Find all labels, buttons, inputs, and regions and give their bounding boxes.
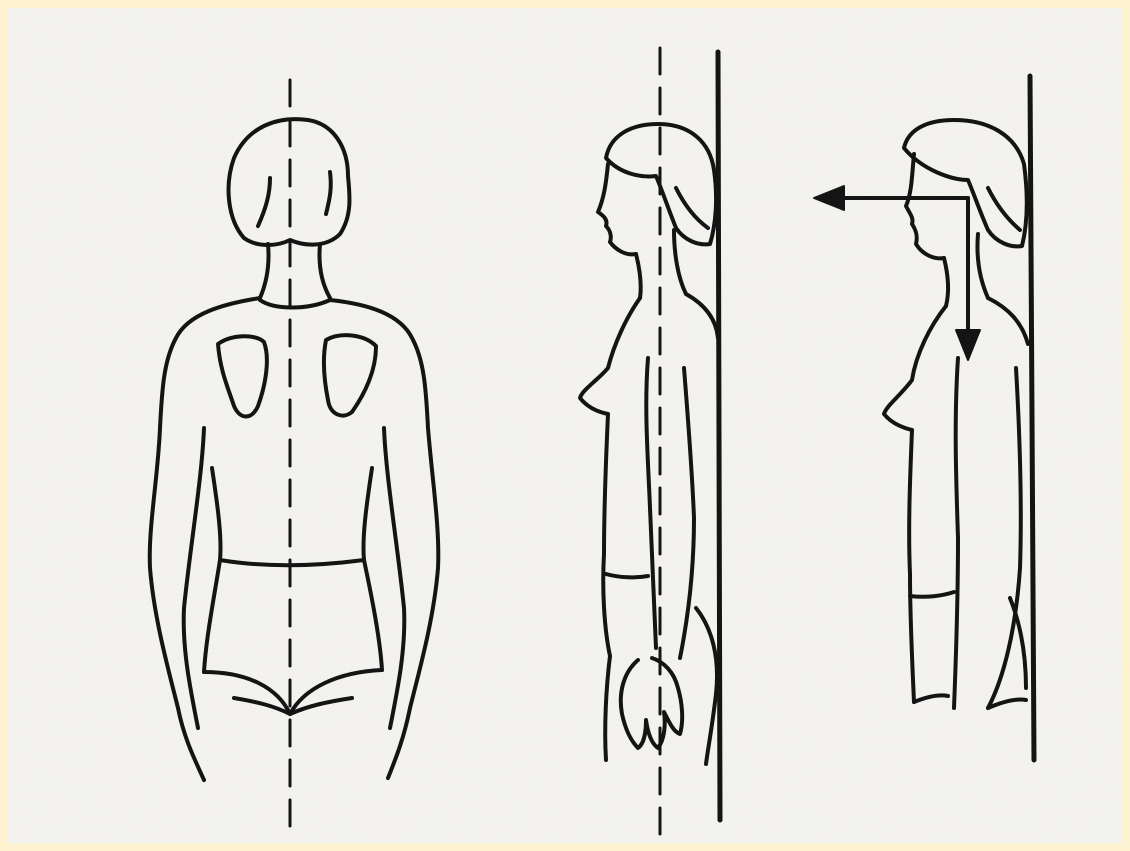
illustration-frame: [8, 8, 1122, 843]
wall-line: [718, 52, 720, 820]
posture-illustration: [8, 8, 1122, 843]
